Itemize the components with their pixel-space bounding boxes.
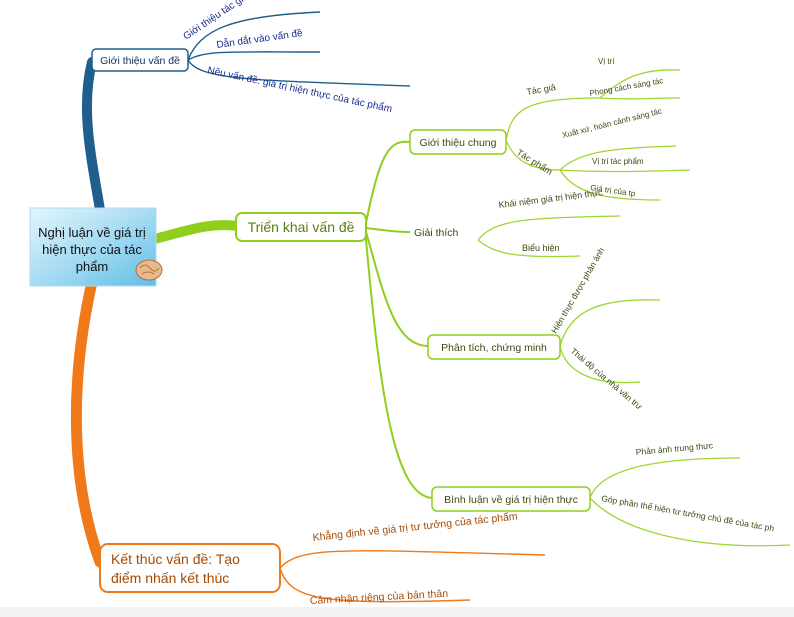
conclusion-node[interactable]: Kết thúc vấn đề: Tạo điểm nhấn kết thúc (99, 543, 281, 593)
author-node[interactable]: Tác giả (526, 82, 557, 97)
conclusion-node-line2: điểm nhấn kết thúc (111, 570, 229, 586)
work-leaf-1[interactable]: Xuất xứ, hoàn cảnh sáng tác (561, 106, 662, 139)
intro-node[interactable]: Giới thiệu vấn đề (91, 48, 189, 72)
body-node-label: Triển khai vấn đề (248, 219, 355, 235)
explain-leaf-2[interactable]: Biểu hiện (522, 243, 560, 253)
central-topic-line3: phẩm (76, 259, 109, 274)
explain-node[interactable]: Giải thích (414, 227, 459, 239)
intro-branch-connector (81, 57, 105, 215)
intro-leaf-2[interactable]: Dẫn dắt vào vấn đề (216, 26, 304, 51)
body-branch-connector (145, 220, 243, 245)
status-strip (0, 607, 794, 617)
general-node-label: Giới thiệu chung (420, 137, 497, 149)
analysis-leaf-2[interactable]: Thái độ của nhà văn trư (569, 346, 645, 412)
intro-subbranches (187, 11, 411, 87)
body-node[interactable]: Triển khai vấn đề (235, 212, 367, 242)
conclusion-leaf-2[interactable]: Cảm nhận riêng của bản thân (310, 588, 449, 607)
analysis-node[interactable]: Phân tích, chứng minh (427, 334, 561, 360)
brain-icon (135, 259, 163, 281)
analysis-node-label: Phân tích, chứng minh (441, 342, 547, 354)
comment-node[interactable]: Bình luận về giá trị hiện thực (431, 486, 591, 512)
central-topic[interactable]: Nghị luận về giá trị hiện thực của tác p… (29, 207, 163, 287)
work-leaf-2[interactable]: Vị trí tác phẩm (592, 157, 644, 166)
conclusion-leaf-1[interactable]: Khẳng định về giá trị tư tưởng của tác p… (312, 509, 518, 543)
work-node[interactable]: Tác phẩm (515, 147, 554, 177)
body-leaf-lines (477, 69, 791, 547)
comment-leaf-2[interactable]: Góp phần thể hiện tư tưởng chủ đề của tá… (601, 493, 776, 533)
central-topic-line1: Nghị luận về giá trị (38, 225, 146, 240)
conclusion-branch-connector (70, 276, 106, 568)
explain-node-label: Giải thích (414, 227, 459, 239)
analysis-leaf-1[interactable]: Hiện thực được phản ánh (549, 246, 606, 335)
conclusion-node-line1: Kết thúc vấn đề: Tạo (111, 551, 240, 567)
explain-leaf-1[interactable]: Khái niệm giá trị hiện thực (498, 187, 604, 210)
comment-leaf-1[interactable]: Phản ánh trung thực (635, 440, 714, 457)
intro-leaf-3[interactable]: Nêu vấn đề: giá trị hiện thực của tác ph… (206, 64, 393, 115)
intro-node-label: Giới thiệu vấn đề (100, 55, 180, 67)
body-subbranches (364, 140, 433, 499)
comment-node-label: Bình luận về giá trị hiện thực (444, 494, 578, 506)
general-node[interactable]: Giới thiệu chung (409, 129, 507, 155)
conclusion-subbranches (279, 550, 546, 603)
central-topic-line2: hiện thực của tác (42, 242, 142, 257)
author-leaf-1[interactable]: Vị trí (598, 57, 615, 66)
